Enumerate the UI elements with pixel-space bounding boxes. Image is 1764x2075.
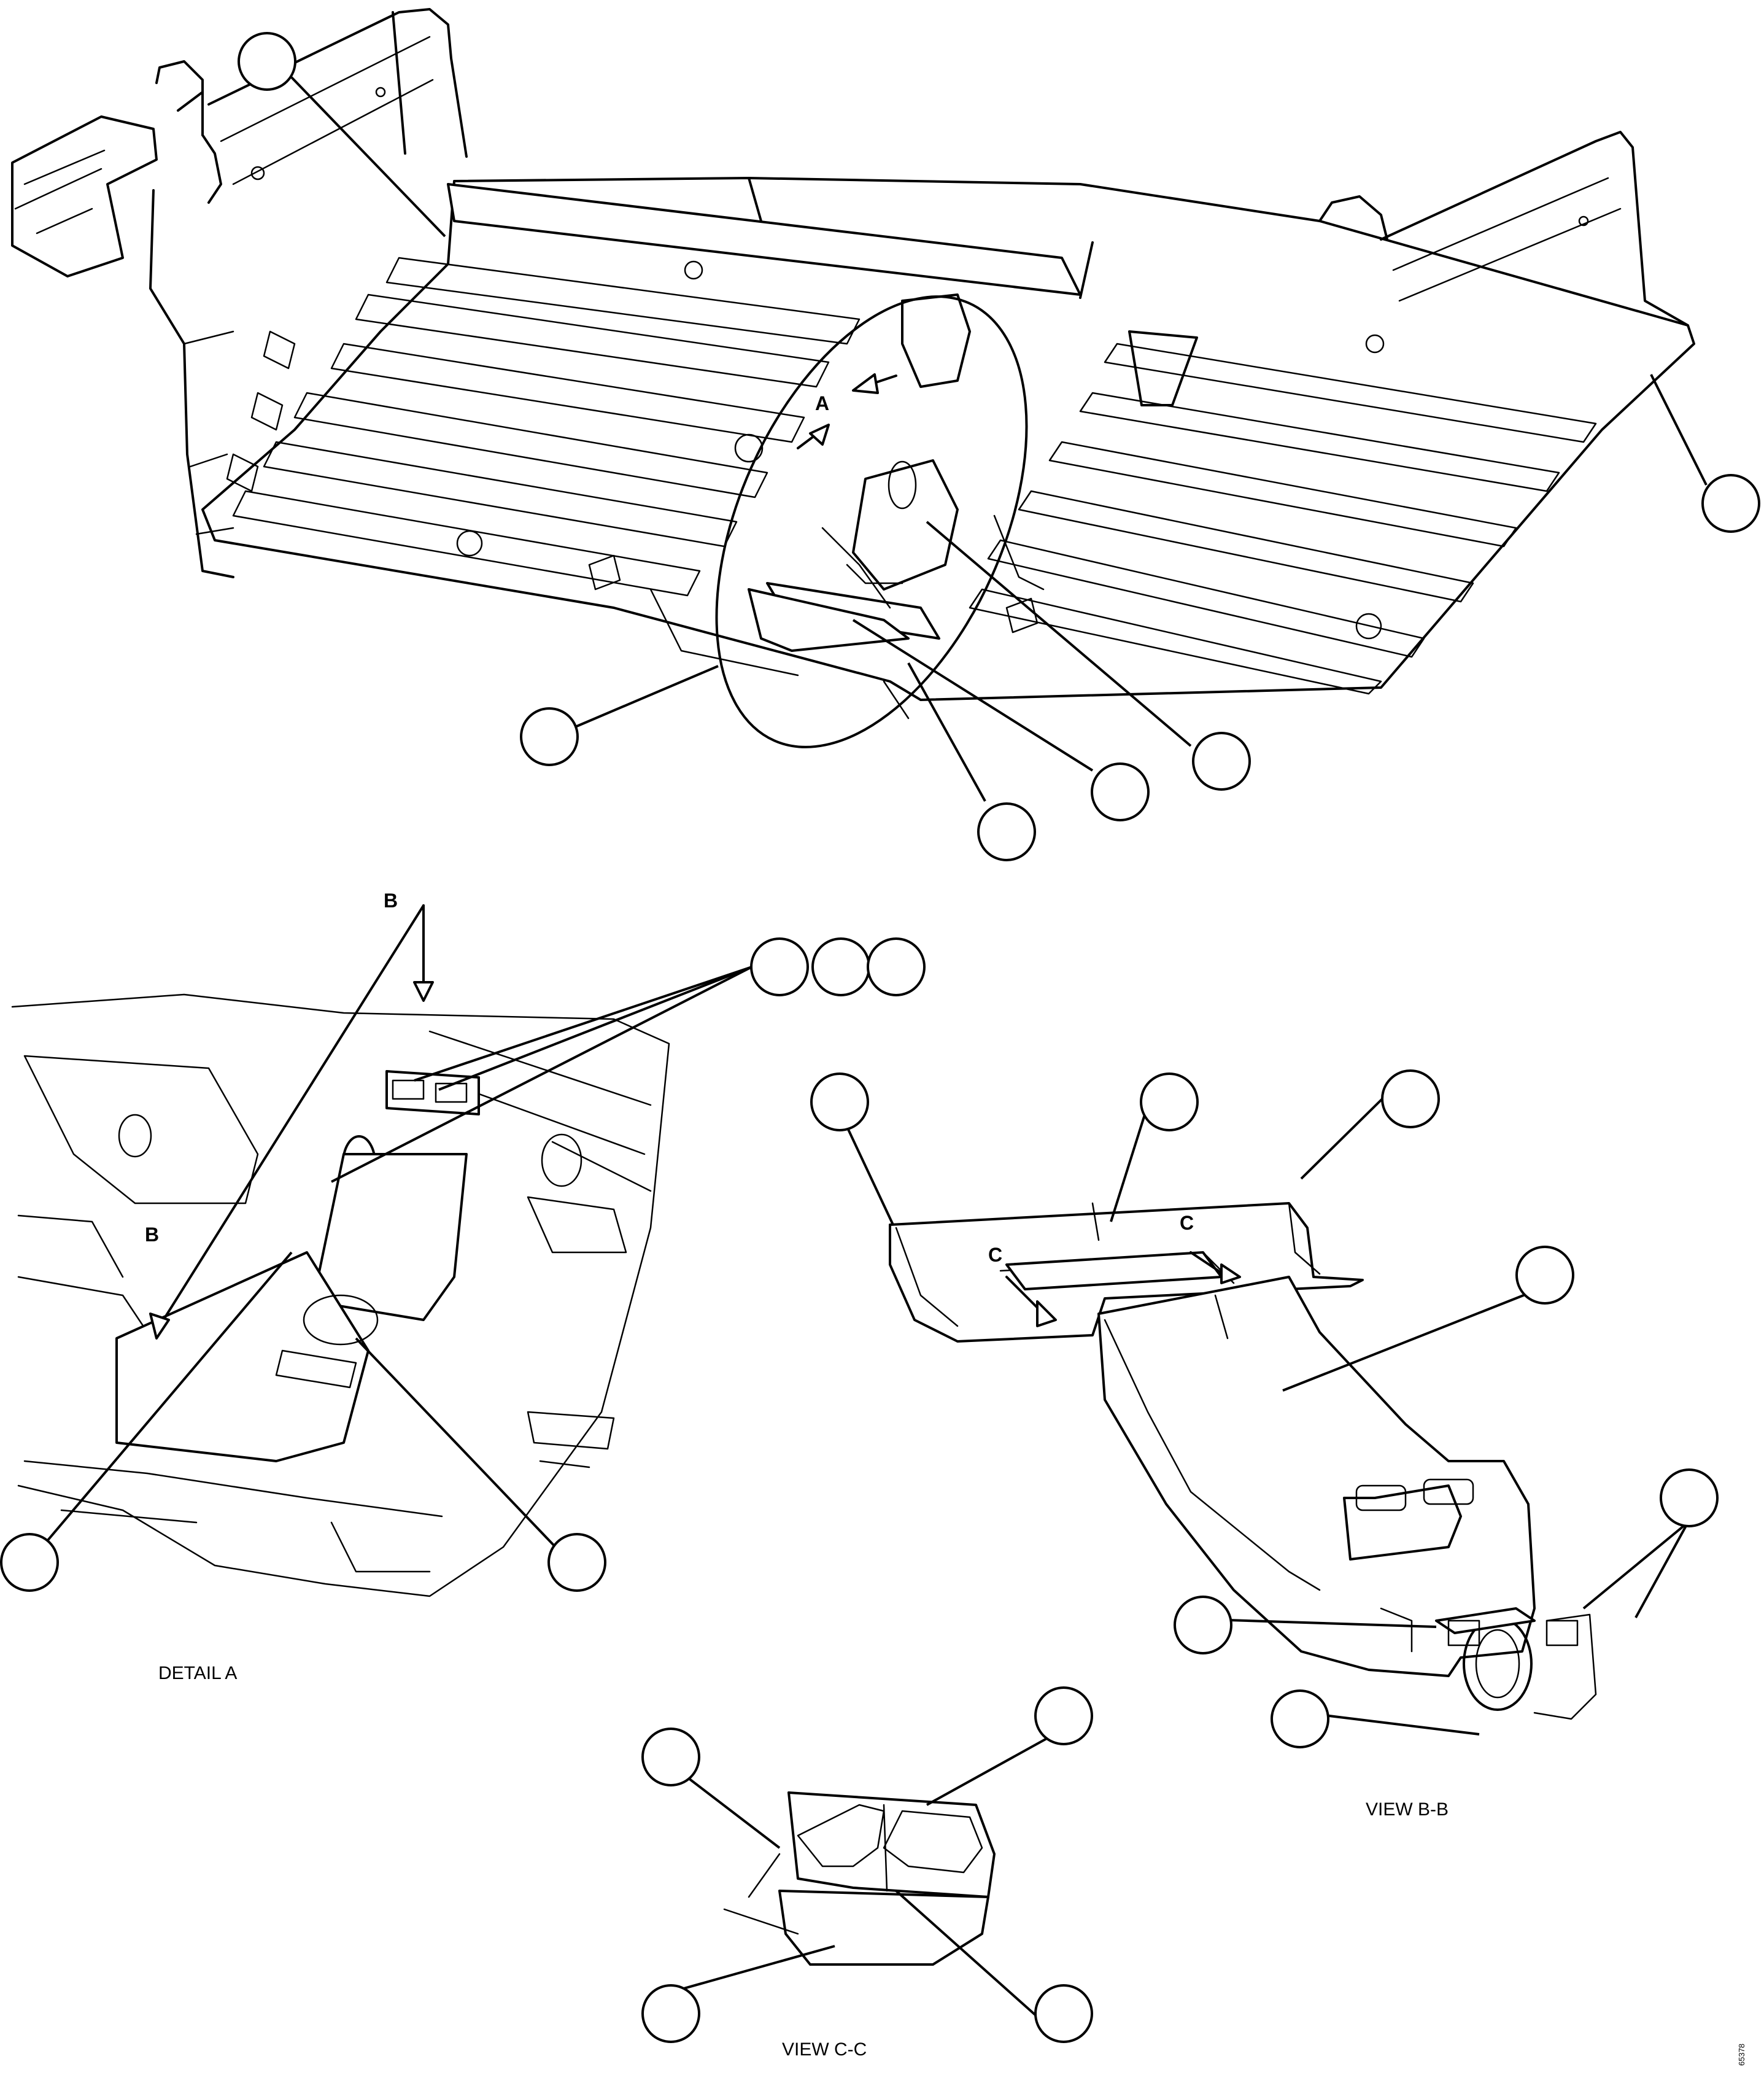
floor-pan — [201, 177, 1695, 701]
callout-bubble — [867, 937, 926, 996]
seat-shroud — [1097, 1276, 1536, 1677]
section-letter-c-right: C — [1180, 1212, 1194, 1234]
callout-bubble — [1174, 1596, 1232, 1654]
callout-bubble — [641, 1984, 700, 2043]
section-letter-a: A — [815, 392, 829, 414]
callout-bubble — [520, 707, 579, 766]
callout-bubble — [1091, 762, 1150, 821]
callout-bubble — [547, 1533, 606, 1592]
callout-bubble — [1660, 1468, 1719, 1527]
detail-callouts — [0, 937, 926, 1592]
callout-bubble — [1034, 1984, 1093, 2043]
main-callouts — [238, 32, 1760, 861]
callout-bubble — [1381, 1069, 1440, 1128]
right-frame — [1318, 131, 1689, 327]
view-cc: VIEW C-C — [659, 1724, 1072, 2060]
callout-bubble — [977, 802, 1036, 861]
detail-a-view: B B DETAIL A — [11, 890, 752, 1683]
main-assembly-view: A — [11, 8, 1708, 802]
view-bb: C C VIEW B-B — [838, 1098, 1689, 1820]
left-frame — [11, 8, 468, 578]
callout-bubble — [1034, 1686, 1093, 1745]
callout-bubble — [811, 937, 870, 996]
callout-bubble — [1515, 1246, 1574, 1305]
callout-bubble — [238, 32, 296, 91]
figure-reference-number: 65378 — [1737, 2044, 1746, 2066]
bb-callouts — [810, 1069, 1719, 1748]
view-bb-label: VIEW B-B — [1366, 1799, 1449, 1820]
section-letter-c-left: C — [988, 1244, 1002, 1266]
section-letter-b-top: B — [384, 890, 398, 912]
callout-bubble — [641, 1728, 700, 1786]
ring-component — [748, 459, 959, 652]
callout-bubble — [1271, 1689, 1329, 1748]
cc-callouts — [641, 1686, 1093, 2043]
callout-bubble — [1701, 474, 1760, 533]
center-tunnel — [649, 293, 1198, 719]
detail-a-highlight-ring — [715, 295, 1028, 748]
section-arrow-a-head — [852, 373, 879, 394]
section-letter-b-side: B — [145, 1224, 159, 1246]
callout-bubble — [0, 1533, 59, 1592]
callout-bubble — [750, 937, 809, 996]
detail-a-label: DETAIL A — [158, 1663, 237, 1683]
callout-bubble — [810, 1072, 869, 1131]
floor-slats — [232, 257, 1597, 695]
clip-bracket — [787, 1791, 996, 1898]
view-cc-label: VIEW C-C — [782, 2039, 867, 2060]
callout-bubble — [1192, 732, 1251, 791]
callout-bubble — [1140, 1072, 1199, 1131]
